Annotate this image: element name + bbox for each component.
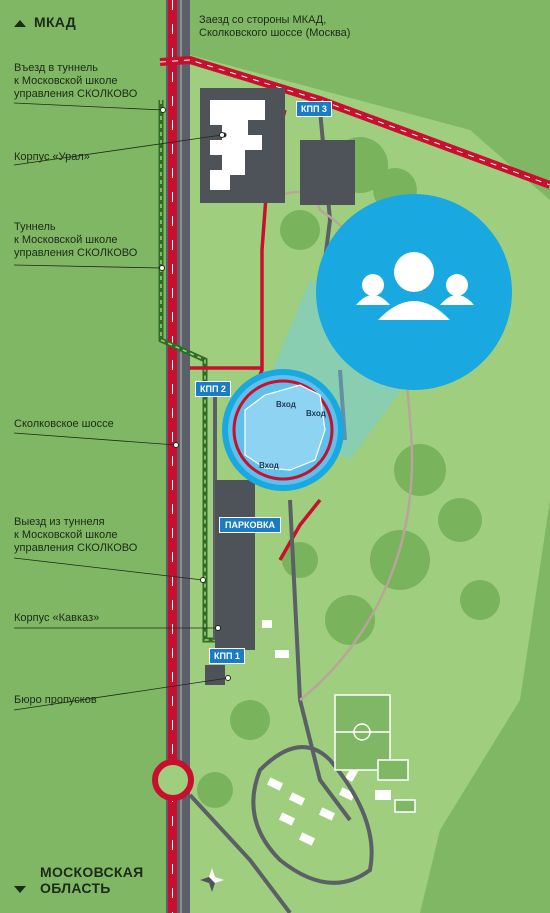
entry-note: Заезд со стороны МКАД, Сколковского шосс… <box>199 14 350 40</box>
ural-building <box>210 100 265 190</box>
parking-label: ПАРКОВКА <box>219 517 281 533</box>
checkpoint-1: КПП 1 <box>209 648 245 664</box>
label-line: к Московской школе <box>14 529 118 541</box>
label-line: к Московской школе <box>14 75 118 87</box>
label-highway: Сколковское шоссе <box>14 418 114 431</box>
label-line: к Московской школе <box>14 234 118 246</box>
label-pass-office: Бюро пропусков <box>14 694 97 707</box>
label-line: управления СКОЛКОВО <box>14 247 138 259</box>
compass-rose-icon <box>200 868 224 892</box>
leader-dots <box>159 107 231 681</box>
label-line: Въезд в туннель <box>14 62 98 74</box>
checkpoint-2: КПП 2 <box>195 381 231 397</box>
label-kavkaz: Корпус «Кавказ» <box>14 612 99 625</box>
label-line: Туннель <box>14 221 56 233</box>
header-mkad-text: МКАД <box>34 14 77 30</box>
label-tunnel: Туннель к Московской школе управления СК… <box>14 221 137 260</box>
main-building-footprint <box>244 384 326 471</box>
entry-note-line1: Заезд со стороны МКАД, <box>199 14 327 26</box>
bottom-loop-road <box>251 745 374 885</box>
header-bottom-line2: ОБЛАСТЬ <box>40 880 111 896</box>
arrow-up-icon <box>14 19 26 27</box>
roundabout <box>152 759 194 801</box>
header-moscow-region: МОСКОВСКАЯ ОБЛАСТЬ <box>14 864 144 896</box>
checkpoint-3: КПП 3 <box>296 101 332 117</box>
label-line: Бюро пропусков <box>14 694 97 706</box>
label-line: Корпус «Урал» <box>14 151 90 163</box>
entrance-label: Вход <box>276 400 296 409</box>
label-tunnel-entry: Въезд в туннель к Московской школе управ… <box>14 62 137 101</box>
label-line: управления СКОЛКОВО <box>14 542 138 554</box>
walking-path <box>269 190 414 701</box>
entry-note-line2: Сколковского шоссе (Москва) <box>199 27 351 39</box>
arrow-down-icon <box>14 885 26 893</box>
entrance-label: Вход <box>306 409 326 418</box>
label-line: Корпус «Кавказ» <box>14 612 100 624</box>
label-line: управления СКОЛКОВО <box>14 88 138 100</box>
header-bottom-line1: МОСКОВСКАЯ <box>40 864 144 880</box>
people-group-icon <box>316 194 512 390</box>
header-mkad: МКАД <box>14 14 76 30</box>
label-ural: Корпус «Урал» <box>14 151 90 164</box>
sports-fields <box>334 694 416 813</box>
label-line: Сколковское шоссе <box>14 418 114 430</box>
leader-lines <box>13 102 229 711</box>
label-tunnel-exit: Выезд из туннеля к Московской школе упра… <box>14 516 137 555</box>
entrance-label: Вход <box>259 461 279 470</box>
label-line: Выезд из туннеля <box>14 516 105 528</box>
